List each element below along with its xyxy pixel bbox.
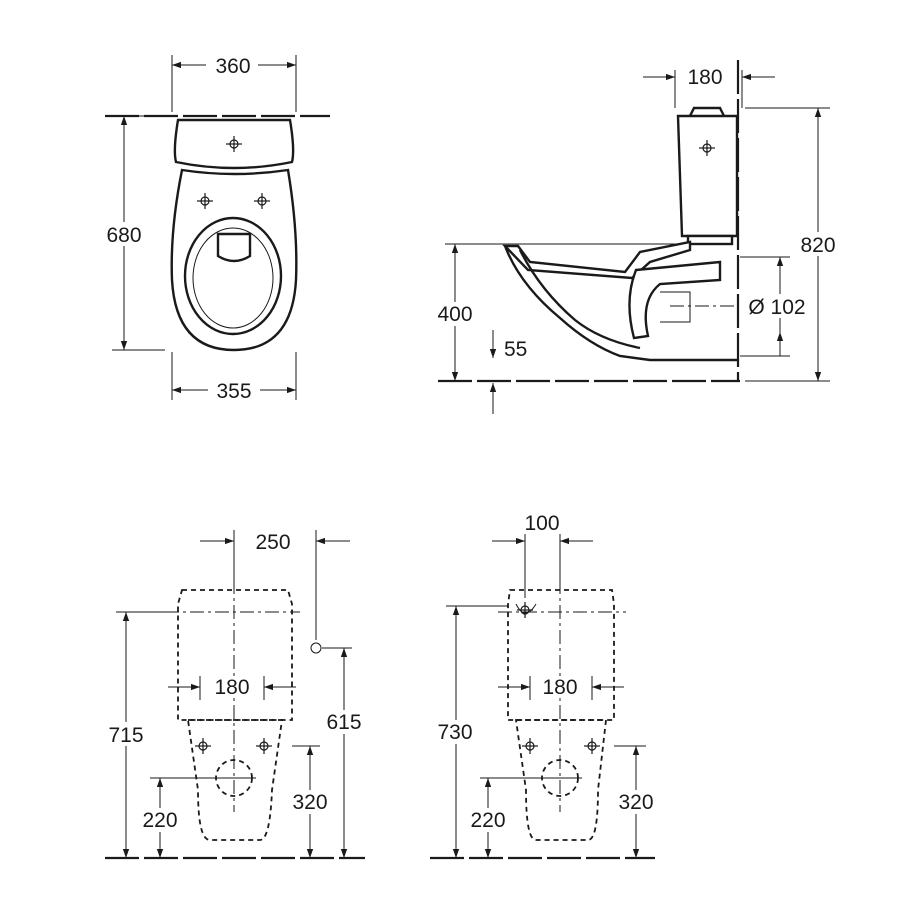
dim-inlet-height: 615 bbox=[326, 711, 361, 734]
dim-outlet-height: 220 bbox=[470, 809, 505, 832]
dim-fixing-height: 320 bbox=[292, 791, 327, 814]
pedestal-outline bbox=[186, 719, 284, 841]
dim-spacing: 250 bbox=[255, 531, 290, 554]
seat-outline bbox=[502, 240, 692, 280]
dim-seat-height: 400 bbox=[437, 303, 472, 326]
bowl-outline bbox=[170, 168, 298, 352]
tank-outline bbox=[177, 589, 293, 721]
top-view: 360 680 355 bbox=[100, 54, 330, 403]
outlet-outline bbox=[216, 232, 252, 263]
bowl-outer bbox=[503, 245, 738, 362]
dim-fixing-spacing: 180 bbox=[542, 676, 577, 699]
dim-tank-height: 730 bbox=[437, 721, 472, 744]
tank-outline bbox=[173, 118, 295, 170]
cistern-base bbox=[686, 234, 734, 246]
bowl-opening bbox=[183, 216, 283, 336]
dim-spacing: 100 bbox=[524, 512, 559, 535]
cistern-outline bbox=[676, 114, 739, 238]
dim-tank-depth: 180 bbox=[687, 66, 722, 89]
rear-view-2: 100 730 180 320 220 bbox=[430, 512, 660, 860]
dim-total-height: 820 bbox=[800, 234, 835, 257]
dim-outlet-offset: 55 bbox=[504, 338, 527, 361]
pedestal-outline bbox=[514, 719, 608, 841]
dim-fixing-height: 320 bbox=[618, 791, 653, 814]
dim-outlet-diameter: Ø 102 bbox=[748, 296, 805, 319]
bowl-inner bbox=[518, 249, 641, 350]
tank-outline bbox=[507, 589, 615, 721]
dim-outlet-height: 220 bbox=[142, 809, 177, 832]
rear-view-1: 250 715 615 180 320 220 bbox=[101, 530, 368, 860]
dim-length: 680 bbox=[106, 224, 141, 247]
water-inlet bbox=[310, 642, 322, 654]
dim-tank-height: 715 bbox=[108, 724, 143, 747]
side-view: 180 820 400 Ø 102 55 bbox=[430, 60, 840, 414]
trap-outline bbox=[628, 260, 722, 340]
dim-width-bottom: 355 bbox=[216, 380, 251, 403]
dim-fixing-spacing: 180 bbox=[214, 676, 249, 699]
dim-width-top: 360 bbox=[215, 55, 250, 78]
